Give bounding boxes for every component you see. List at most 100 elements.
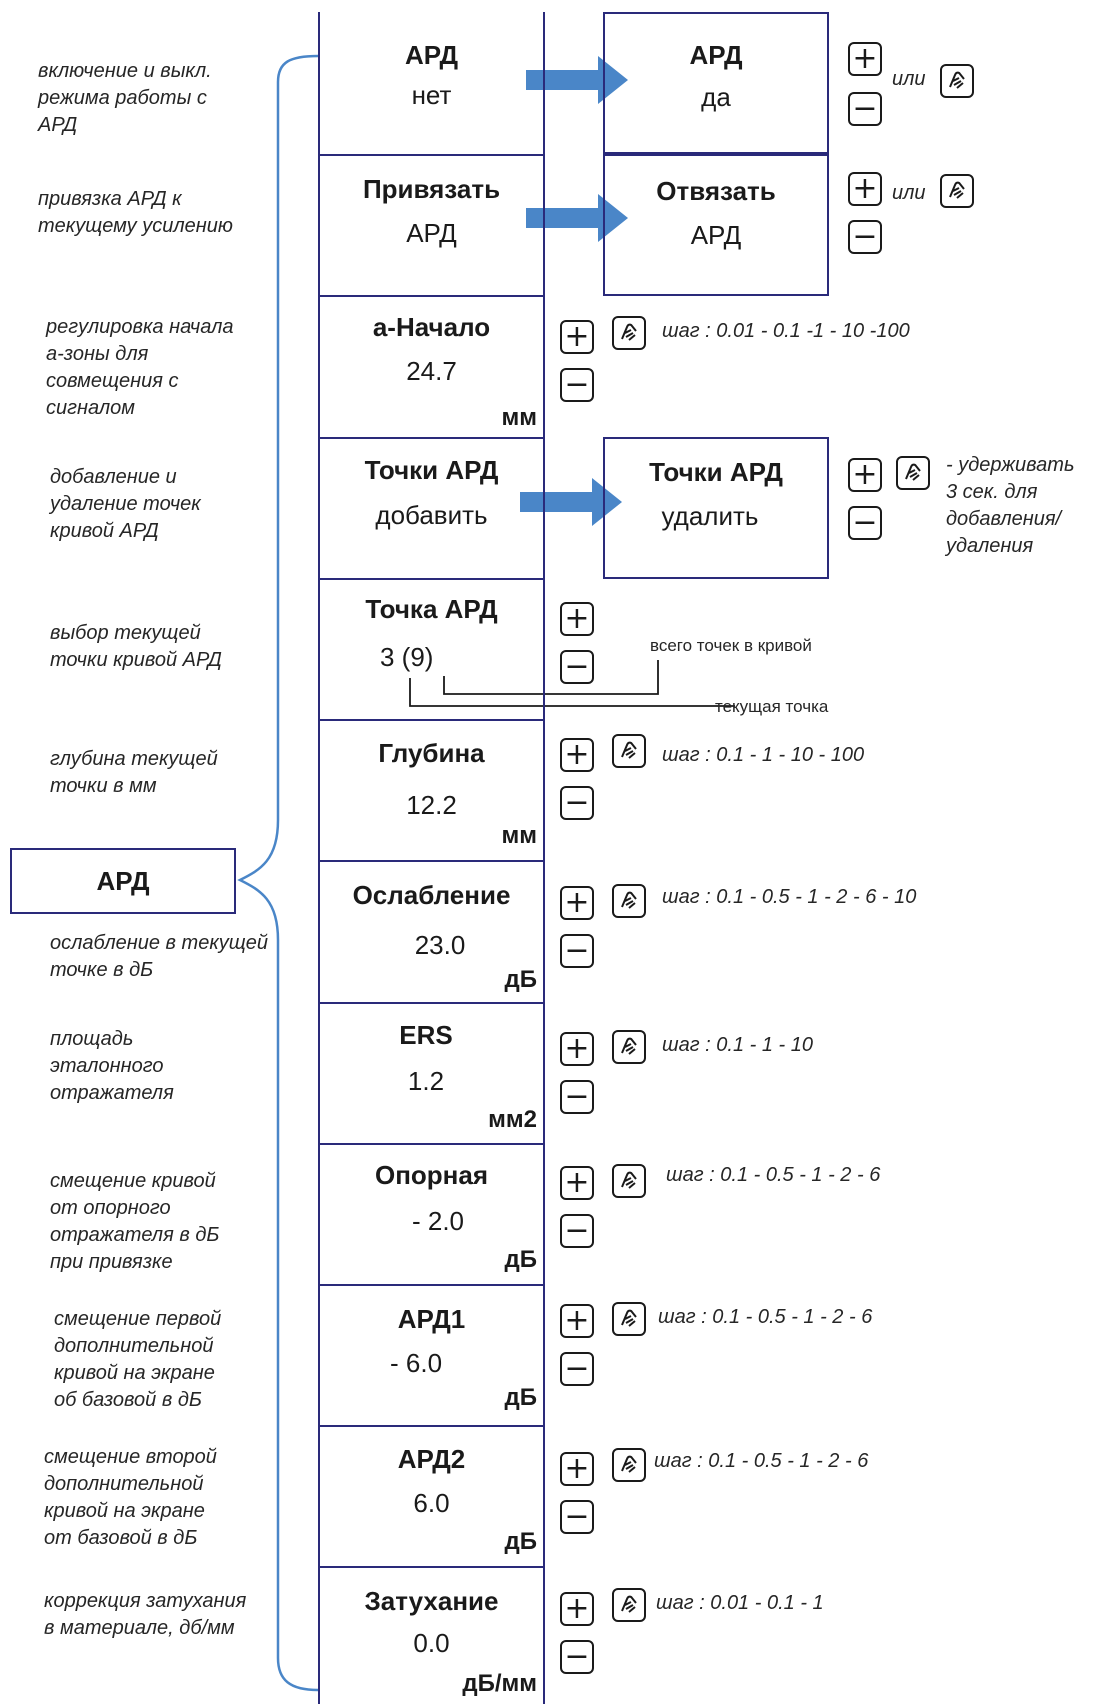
hand-knob-icon: [621, 1171, 637, 1189]
menu-unit: дБ: [504, 1384, 537, 1411]
menu-title: ERS: [399, 1020, 453, 1050]
hand-knob-icon: [621, 891, 637, 909]
plus-button-icon[interactable]: +: [560, 320, 594, 354]
menu-value: 0.0: [413, 1628, 450, 1658]
menu-divider: [318, 1284, 545, 1286]
step-note: шаг : 0.1 - 0.5 - 1 - 2 - 6: [666, 1164, 881, 1186]
hand-knob-icon[interactable]: [612, 1030, 646, 1064]
menu-value: 23.0: [414, 930, 466, 960]
hand-knob-icon[interactable]: [612, 884, 646, 918]
hand-knob-icon[interactable]: [612, 1302, 646, 1336]
minus-button-icon[interactable]: −: [560, 1080, 594, 1114]
menu-title: Опорная: [374, 1160, 489, 1190]
plus-button-icon[interactable]: +: [560, 1166, 594, 1200]
minus-button-icon[interactable]: −: [560, 934, 594, 968]
menu-title: Ослабление: [352, 880, 511, 910]
hand-knob-icon[interactable]: [940, 174, 974, 208]
step-note: шаг : 0.1 - 1 - 10: [662, 1034, 813, 1056]
minus-button-icon[interactable]: −: [560, 786, 594, 820]
plus-button-icon[interactable]: +: [560, 1304, 594, 1338]
or-note: или: [892, 68, 926, 90]
right-arrow-icon: [526, 194, 628, 242]
desc-ard2: смещение второй дополнительной кривой на…: [44, 1446, 217, 1549]
menu-column: [318, 12, 545, 1704]
desc-point: выбор текущей точки кривой АРД: [50, 622, 222, 671]
right-arrow-icon: [526, 56, 628, 104]
minus-button-icon[interactable]: −: [560, 368, 594, 402]
hand-knob-icon: [621, 1037, 637, 1055]
menu-unit: дБ: [504, 966, 537, 993]
hand-knob-icon[interactable]: [896, 456, 930, 490]
plus-button-icon[interactable]: +: [848, 458, 882, 492]
or-note: или: [892, 182, 926, 204]
menu-divider: [318, 1002, 545, 1004]
menu-divider: [318, 1425, 545, 1427]
plus-button-icon[interactable]: +: [560, 1032, 594, 1066]
alt-title: АРД: [689, 40, 743, 70]
plus-button-icon[interactable]: +: [560, 1452, 594, 1486]
minus-button-icon[interactable]: −: [848, 220, 882, 254]
hand-knob-icon: [621, 741, 637, 759]
right-arrow-icon: [520, 478, 622, 526]
desc-ard1: смещение первой дополнительной кривой на…: [54, 1308, 222, 1411]
desc-a-start: регулировка начала а-зоны для совмещения…: [46, 316, 234, 419]
plus-button-icon[interactable]: +: [560, 886, 594, 920]
menu-value: 3 (9): [380, 642, 434, 672]
minus-button-icon[interactable]: −: [560, 1352, 594, 1386]
step-note: шаг : 0.01 - 0.1 - 1: [656, 1592, 824, 1614]
hand-knob-icon: [949, 71, 965, 89]
desc-ard-toggle: включение и выкл. режима работы с АРД: [38, 60, 212, 136]
minus-button-icon[interactable]: −: [560, 1640, 594, 1674]
hand-knob-icon: [621, 1595, 637, 1613]
alt-value: удалить: [661, 501, 759, 531]
desc-damp: коррекция затухания в материале, дб/мм: [44, 1590, 247, 1639]
hand-knob-icon[interactable]: [940, 64, 974, 98]
current-point-note: текущая точка: [715, 697, 829, 716]
menu-title: АРД1: [397, 1304, 466, 1334]
desc-depth: глубина текущей точки в мм: [50, 748, 218, 797]
alt-state-ard-yes: АРД да: [603, 12, 829, 154]
menu-unit: мм2: [488, 1106, 537, 1133]
minus-button-icon[interactable]: −: [848, 92, 882, 126]
minus-button-icon[interactable]: −: [560, 1214, 594, 1248]
desc-ers: площадь эталонного отражателя: [50, 1028, 174, 1104]
menu-title: Точки АРД: [364, 455, 499, 485]
hand-knob-icon[interactable]: [612, 734, 646, 768]
menu-value: добавить: [375, 500, 488, 530]
hand-knob-icon[interactable]: [612, 1588, 646, 1622]
menu-unit: мм: [501, 822, 537, 849]
menu-divider: [318, 437, 545, 439]
menu-divider: [318, 1566, 545, 1568]
hand-knob-icon[interactable]: [612, 316, 646, 350]
menu-title: Привязать: [362, 174, 501, 204]
desc-ref: смещение кривой от опорного отражателя в…: [50, 1170, 220, 1273]
minus-button-icon[interactable]: −: [560, 650, 594, 684]
desc-bind: привязка АРД к текущему усилению: [38, 188, 233, 237]
plus-button-icon[interactable]: +: [560, 738, 594, 772]
menu-divider: [318, 1143, 545, 1145]
plus-button-icon[interactable]: +: [848, 172, 882, 206]
alt-title: Точки АРД: [649, 457, 783, 487]
menu-value: 1.2: [407, 1066, 445, 1096]
minus-button-icon[interactable]: −: [848, 506, 882, 540]
menu-unit: дБ: [504, 1246, 537, 1273]
ard-group-label: АРД: [10, 848, 236, 914]
menu-title: Затухание: [364, 1586, 499, 1616]
hold-note: - удерживать 3 сек. для добавления/ удал…: [946, 454, 1075, 557]
hand-knob-icon[interactable]: [612, 1448, 646, 1482]
menu-title: АРД: [404, 40, 458, 70]
hand-knob-icon[interactable]: [612, 1164, 646, 1198]
plus-button-icon[interactable]: +: [848, 42, 882, 76]
menu-value: 24.7: [406, 356, 457, 386]
menu-title: Точка АРД: [365, 594, 498, 624]
menu-title: Глубина: [378, 738, 485, 768]
menu-value: 6.0: [413, 1488, 450, 1518]
minus-button-icon[interactable]: −: [560, 1500, 594, 1534]
plus-button-icon[interactable]: +: [560, 1592, 594, 1626]
menu-divider: [318, 154, 545, 156]
alt-value: да: [701, 82, 731, 112]
plus-button-icon[interactable]: +: [560, 602, 594, 636]
step-note: шаг : 0.1 - 0.5 - 1 - 2 - 6: [654, 1450, 869, 1472]
